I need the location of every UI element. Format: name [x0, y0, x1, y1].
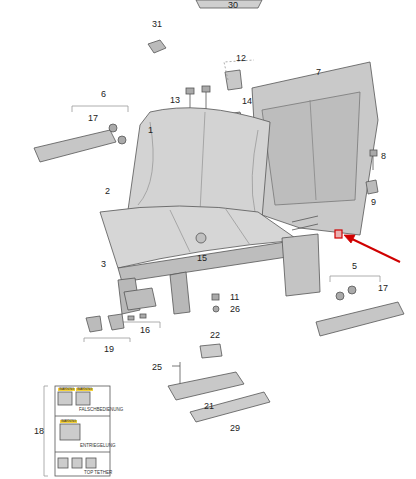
- callout-number: 5: [352, 262, 357, 271]
- callout-number: 8: [381, 152, 386, 161]
- warning-text: WARNING: [60, 420, 77, 423]
- callout-number: 29: [230, 424, 240, 433]
- callout-number: 17: [378, 284, 388, 293]
- callout-number: 6: [101, 90, 106, 99]
- warning-text: WARNING: [58, 388, 75, 391]
- warning-text: ENTRIEGELUNG: [80, 444, 116, 449]
- callout-number: 15: [197, 254, 207, 263]
- callout-number: 3: [101, 260, 106, 269]
- callout-number: 11: [230, 293, 239, 302]
- callout-number: 19: [104, 345, 114, 354]
- warning-text: WARNING: [76, 388, 93, 391]
- callout-number: 7: [316, 68, 321, 77]
- callout-number: 18: [34, 427, 44, 436]
- callout-number: 9: [371, 198, 376, 207]
- callout-number: 13: [170, 96, 180, 105]
- callout-number: 17: [88, 114, 98, 123]
- callout-number: 26: [230, 305, 240, 314]
- callout-number: 16: [140, 326, 150, 335]
- callout-number: 25: [152, 363, 162, 372]
- warning-text: TOP TETHER: [84, 471, 112, 476]
- callout-number: 12: [236, 54, 246, 63]
- warning-text: FALSCHBEDIENUNG: [79, 408, 123, 413]
- callout-number: 14: [242, 97, 252, 106]
- callout-number: 31: [152, 20, 162, 29]
- callout-number: 22: [210, 331, 220, 340]
- callout-number: 30: [228, 1, 238, 10]
- callout-number: 2: [105, 187, 110, 196]
- callout-number: 21: [204, 402, 214, 411]
- callout-number: 1: [148, 126, 153, 135]
